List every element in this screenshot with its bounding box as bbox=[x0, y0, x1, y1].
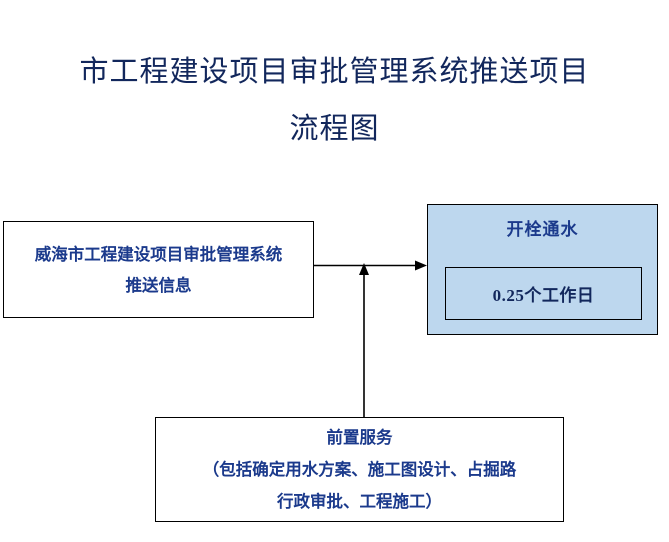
node-prerequisite-line-1: 前置服务 bbox=[326, 428, 393, 447]
node-prerequisite-line-2: （包括确定用水方案、施工图设计、占掘路 bbox=[202, 460, 517, 479]
node-result-heading: 开栓通水 bbox=[506, 220, 579, 239]
arrowhead-up-icon bbox=[359, 263, 369, 275]
node-result-open-valve[interactable]: 开栓通水 0.25个工作日 bbox=[427, 204, 658, 335]
node-source-line-2: 推送信息 bbox=[125, 275, 192, 295]
node-source-line-1: 威海市工程建设项目审批管理系统 bbox=[34, 244, 283, 264]
node-source-system[interactable]: 威海市工程建设项目审批管理系统 推送信息 bbox=[3, 221, 314, 318]
node-result-duration-box: 0.25个工作日 bbox=[445, 267, 642, 320]
page-title-line-2: 流程图 bbox=[289, 113, 380, 145]
node-prerequisite-service[interactable]: 前置服务 （包括确定用水方案、施工图设计、占掘路 行政审批、工程施工） bbox=[155, 417, 564, 522]
connector-source-to-result bbox=[314, 260, 427, 271]
page-title-line-1: 市工程建设项目审批管理系统推送项目 bbox=[79, 56, 590, 88]
page-title: 市工程建设项目审批管理系统推送项目 流程图 bbox=[0, 44, 669, 158]
node-result-duration-text: 0.25个工作日 bbox=[492, 286, 595, 305]
arrowhead-right-icon bbox=[415, 260, 427, 271]
node-prerequisite-line-3: 行政审批、工程施工） bbox=[277, 492, 442, 511]
connector-prerequisite-to-flow bbox=[359, 263, 369, 417]
